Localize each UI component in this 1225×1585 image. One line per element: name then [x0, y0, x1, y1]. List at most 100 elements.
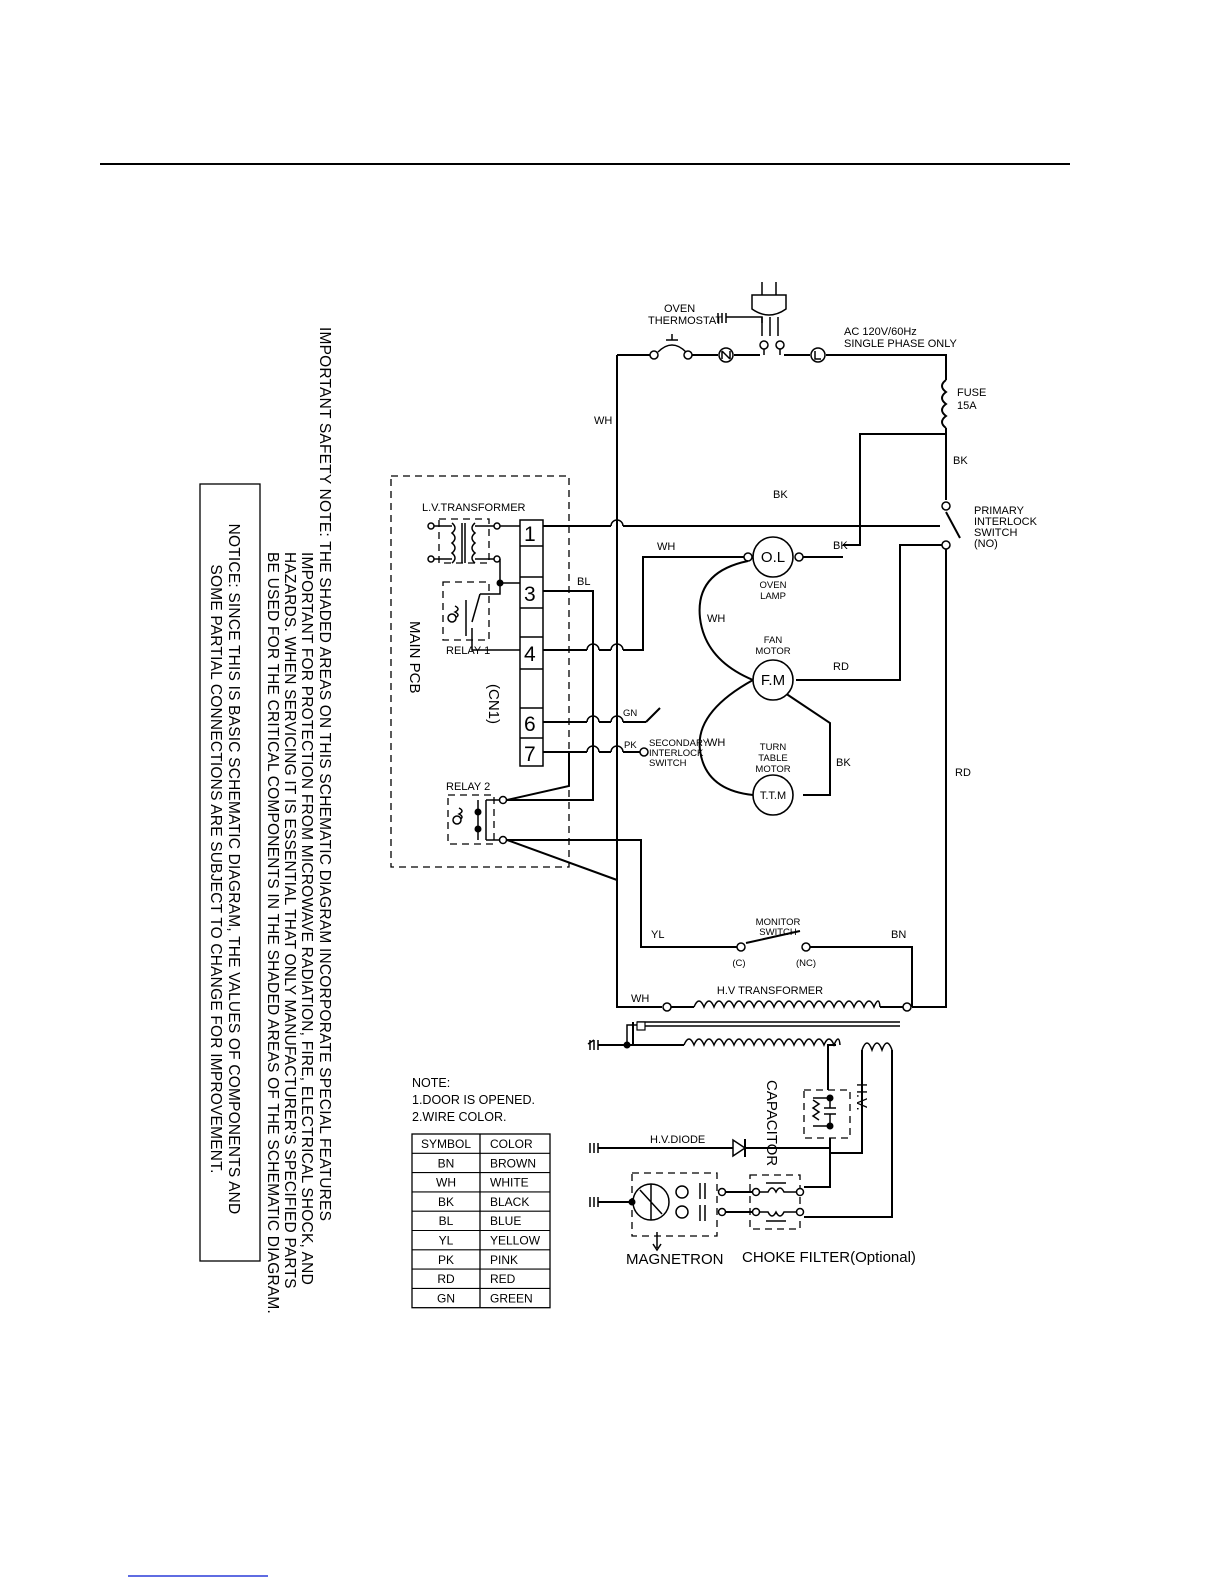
primary-interlock-line-1: PRIMARY	[974, 505, 1025, 517]
fuse-rating: 15A	[957, 400, 977, 412]
table-cell-color: RED	[490, 1272, 516, 1286]
wire-label-bk-lamp: BK	[833, 540, 848, 552]
main-pcb-boundary	[390, 475, 570, 868]
magnetron-label: MAGNETRON	[626, 1251, 724, 1268]
table-cell-symbol: GN	[437, 1291, 455, 1305]
turn-table-motor: TURN TABLE MOTOR T.T.M	[752, 742, 794, 816]
lv-transformer: L.V.TRANSFORMER	[422, 502, 526, 587]
oven-lamp-symbol: O.L	[761, 549, 785, 566]
monitor-switch: MONITOR SWITCH (C) (NC)	[732, 917, 816, 969]
note-line-1: 1.DOOR IS OPENED.	[412, 1093, 535, 1107]
note-title: NOTE:	[412, 1076, 450, 1090]
wire-label-wh-lamp-fan: WH	[707, 613, 725, 625]
table-cell-color: PINK	[490, 1253, 518, 1267]
wire-color-table: SYMBOL COLOR BN BROWN WH WHITE BK BLACK BL BLUE YL…	[411, 1133, 551, 1309]
table-frame	[411, 1133, 551, 1309]
wire-label-bk-ttm: BK	[836, 757, 851, 769]
table-cell-symbol: BK	[438, 1195, 454, 1209]
wire-label-bl: BL	[577, 576, 590, 588]
ttm-label-2: TABLE	[758, 753, 787, 764]
main-pcb-label: MAIN PCB	[406, 621, 423, 694]
cn-pin-6: 6	[524, 713, 536, 736]
note-line-2: 2.WIRE COLOR.	[412, 1110, 506, 1124]
ac-supply-line-2: SINGLE PHASE ONLY	[844, 338, 958, 350]
monitor-switch-label-1: MONITOR	[756, 917, 801, 928]
oven-lamp-label-2: LAMP	[760, 591, 786, 602]
hv-capacitor-label: H.V. CAPACITOR	[763, 1080, 870, 1166]
choke-filter-label: CHOKE FILTER(Optional)	[742, 1249, 916, 1266]
secondary-interlock-label: SECONDARY INTERLOCK SWITCH	[649, 738, 710, 769]
fuse-text: FUSE	[957, 387, 986, 399]
fuse-label: FUSE 15A	[957, 387, 986, 412]
relay-2-label: RELAY 2	[446, 781, 490, 793]
thermostat-label-1: OVEN	[664, 303, 695, 315]
fan-motor-symbol: F.M	[761, 672, 785, 689]
wire-label-wh-pin4: WH	[657, 541, 675, 553]
table-cell-symbol: BN	[438, 1156, 455, 1170]
wire-label-gn: GN	[623, 708, 637, 719]
lv-transformer-label: L.V.TRANSFORMER	[422, 502, 526, 514]
wire-label-rd-right: RD	[955, 767, 971, 779]
primary-interlock-line-4: (NO)	[974, 538, 998, 550]
table-cell-symbol: RD	[437, 1272, 455, 1286]
ttm-label-3: MOTOR	[755, 764, 790, 775]
monitor-c-label: (C)	[732, 958, 745, 969]
safety-line-3: HAZARDS. WHEN SERVICING IT IS ESSENTIAL …	[281, 552, 298, 1289]
primary-interlock-line-3: SWITCH	[974, 527, 1017, 539]
oven-lamp: O.L OVEN LAMP	[752, 536, 794, 602]
cn1-connector: 1 3 4 6 7	[519, 519, 544, 767]
power-plug-icon	[726, 282, 787, 355]
ac-supply-line-1: AC 120V/60Hz	[844, 326, 917, 338]
wire-label-pk: PK	[624, 740, 637, 751]
fan-motor-label-2: MOTOR	[755, 646, 790, 657]
note-block: NOTE: 1.DOOR IS OPENED. 2.WIRE COLOR.	[412, 1076, 535, 1124]
secondary-interlock-line-1: SECONDARY	[649, 738, 710, 749]
oven-lamp-label-1: OVEN	[760, 580, 787, 591]
cn-pin-3: 3	[524, 583, 536, 606]
table-cell-color: BLACK	[490, 1195, 529, 1209]
wire-label-bk-top: BK	[773, 489, 788, 501]
primary-interlock-line-2: INTERLOCK	[974, 516, 1038, 528]
table-cell-color: WHITE	[490, 1176, 529, 1190]
fan-motor-label-1: FAN	[764, 635, 783, 646]
safety-note-text: IMPORTANT SAFETY NOTE: THE SHADED AREAS …	[264, 327, 333, 1314]
table-cell-color: BROWN	[490, 1156, 536, 1170]
cn-pin-1: 1	[524, 523, 536, 546]
table-header-symbol: SYMBOL	[421, 1137, 471, 1151]
cn1-label: (CN1)	[485, 684, 502, 724]
secondary-interlock-line-3: SWITCH	[649, 758, 687, 769]
safety-line-4: BE USED FOR THE CRITICAL COMPONENTS IN T…	[264, 552, 281, 1314]
wire-label-bn: BN	[891, 929, 906, 941]
oven-thermostat: OVEN THERMOSTAT	[648, 303, 722, 360]
table-cell-symbol: BL	[439, 1214, 454, 1228]
monitor-switch-label-2: SWITCH	[759, 927, 797, 938]
ttm-symbol: T.T.M	[760, 790, 786, 802]
table-cell-color: YELLOW	[490, 1234, 541, 1248]
notice-line-2: SOME PARTIAL CONNECTIONS ARE SUBJECT TO …	[207, 564, 224, 1173]
table-cell-color: GREEN	[490, 1291, 533, 1305]
wire-labels: WH BK BK WH BK BL WH RD GN PK WH BK RD Y…	[577, 415, 971, 1005]
table-cell-symbol: WH	[436, 1176, 456, 1190]
table-cell-color: BLUE	[490, 1214, 521, 1228]
table-header-color: COLOR	[490, 1137, 533, 1151]
relay-1-label: RELAY 1	[446, 645, 490, 657]
hv-diode-label: H.V.DIODE	[650, 1134, 705, 1146]
cn-pin-4: 4	[524, 643, 536, 666]
fan-motor: FAN MOTOR F.M	[752, 635, 794, 701]
line-terminal-icon	[810, 347, 826, 363]
monitor-nc-label: (NC)	[796, 958, 816, 969]
ttm-label-1: TURN	[760, 742, 787, 753]
primary-interlock-label: PRIMARY INTERLOCK SWITCH (NO)	[974, 505, 1038, 550]
relay-2: RELAY 2	[446, 781, 508, 845]
table-cell-symbol: YL	[439, 1234, 454, 1248]
wire-label-wh-hv: WH	[631, 993, 649, 1005]
wire-label-bk-fuse: BK	[953, 455, 968, 467]
safety-line-1: IMPORTANT SAFETY NOTE: THE SHADED AREAS …	[316, 327, 333, 1221]
wire-label-wh-fan-ttm: WH	[707, 737, 725, 749]
hv-capacitor-line-2: CAPACITOR	[763, 1080, 780, 1166]
thermostat-label-2: THERMOSTAT	[648, 315, 722, 327]
notice-line-1: NOTICE: SINCE THIS IS BASIC SCHEMATIC DI…	[225, 524, 242, 1215]
secondary-interlock-line-2: INTERLOCK	[649, 748, 704, 759]
wire-label-wh-left: WH	[594, 415, 612, 427]
